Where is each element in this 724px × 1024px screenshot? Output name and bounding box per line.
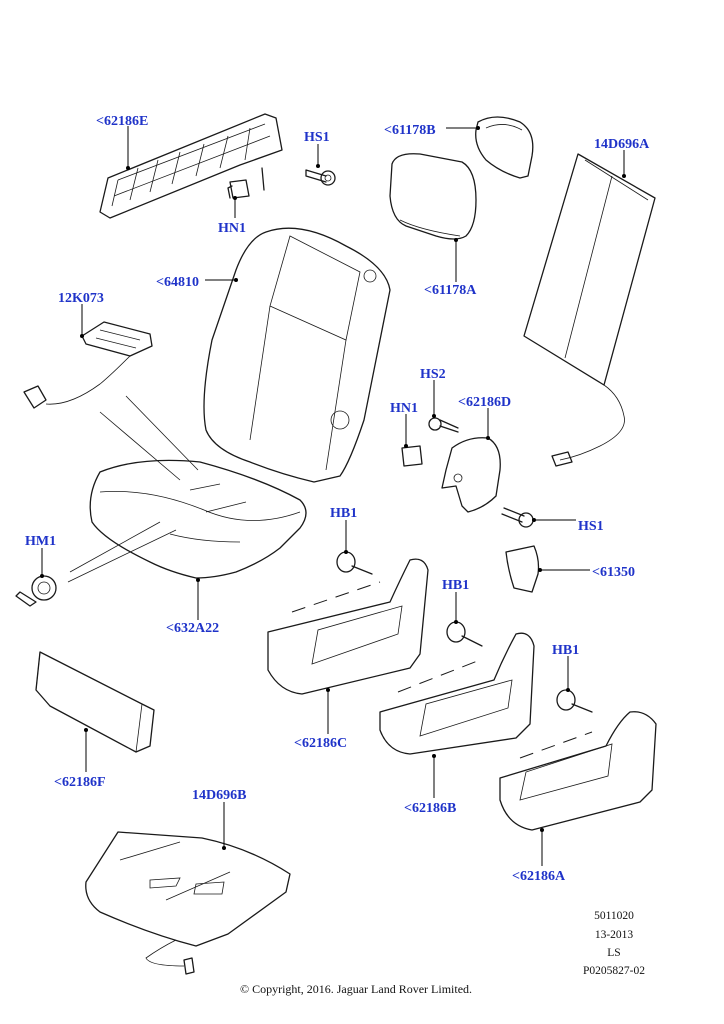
callout-62186F: <62186F (54, 775, 106, 790)
leader-lines (40, 126, 626, 866)
part-62186B-drawing (379, 632, 535, 755)
part-HS1-screw-mid (501, 507, 534, 528)
callout-HB1-a: HB1 (330, 506, 357, 521)
part-HN1-nut-top (227, 179, 250, 199)
assembly-lines (67, 395, 199, 583)
callout-61178B: <61178B (384, 123, 436, 138)
callout-HB1-c: HB1 (552, 643, 579, 658)
part-62186D-drawing (441, 437, 501, 513)
part-12K073-drawing (23, 321, 153, 409)
callout-HN1-top: HN1 (218, 221, 246, 236)
reference-date: 13-2013 (595, 929, 634, 941)
callout-14D696B: 14D696B (192, 788, 246, 803)
illustration-number: P0205827-02 (583, 965, 645, 977)
callout-62186E: <62186E (96, 114, 148, 129)
callout-62186B: <62186B (404, 801, 456, 816)
reference-side: LS (607, 947, 620, 959)
part-HB1-bolt-b (446, 621, 483, 647)
callout-HB1-b: HB1 (442, 578, 469, 593)
callout-14D696A: 14D696A (594, 137, 650, 152)
part-61178B-drawing (475, 116, 534, 179)
callout-HS1-top: HS1 (304, 130, 330, 145)
part-632A22-drawing (89, 459, 307, 579)
part-62186E-drawing (99, 113, 283, 219)
part-62186F-drawing (35, 651, 155, 753)
callout-12K073: 12K073 (58, 291, 104, 306)
callout-62186A: <62186A (512, 869, 566, 884)
copyright-notice: © Copyright, 2016. Jaguar Land Rover Lim… (240, 982, 472, 996)
callout-HS2: HS2 (420, 367, 446, 382)
reference-block: 5011020 13-2013 LS P0205827-02 (583, 910, 645, 977)
part-HB1-bolt-a (336, 551, 373, 575)
reference-code: 5011020 (594, 910, 634, 922)
part-HS2-screw (428, 417, 459, 433)
part-HB1-bolt-c (556, 689, 593, 713)
part-HN1-nut-mid (401, 445, 423, 467)
part-61178A-drawing (389, 153, 477, 240)
callout-632A22: <632A22 (166, 621, 219, 636)
callout-64810: <64810 (156, 275, 199, 290)
callout-62186D: <62186D (458, 395, 511, 410)
part-14D696A-drawing (523, 153, 656, 467)
callout-HS1-mid: HS1 (578, 519, 604, 534)
part-14D696B-drawing (85, 831, 291, 975)
part-62186A-drawing (499, 711, 657, 831)
callout-61178A: <61178A (424, 283, 477, 298)
callout-HM1: HM1 (25, 534, 56, 549)
part-64810-drawing (203, 227, 391, 483)
callout-61350: <61350 (592, 565, 635, 580)
part-HM1-drawing (15, 575, 57, 607)
part-61350-drawing (505, 545, 540, 593)
part-62186C-drawing (267, 558, 429, 695)
callout-62186C: <62186C (294, 736, 347, 751)
callout-HN1-mid: HN1 (390, 401, 418, 416)
part-HS1-screw-top (305, 169, 336, 186)
